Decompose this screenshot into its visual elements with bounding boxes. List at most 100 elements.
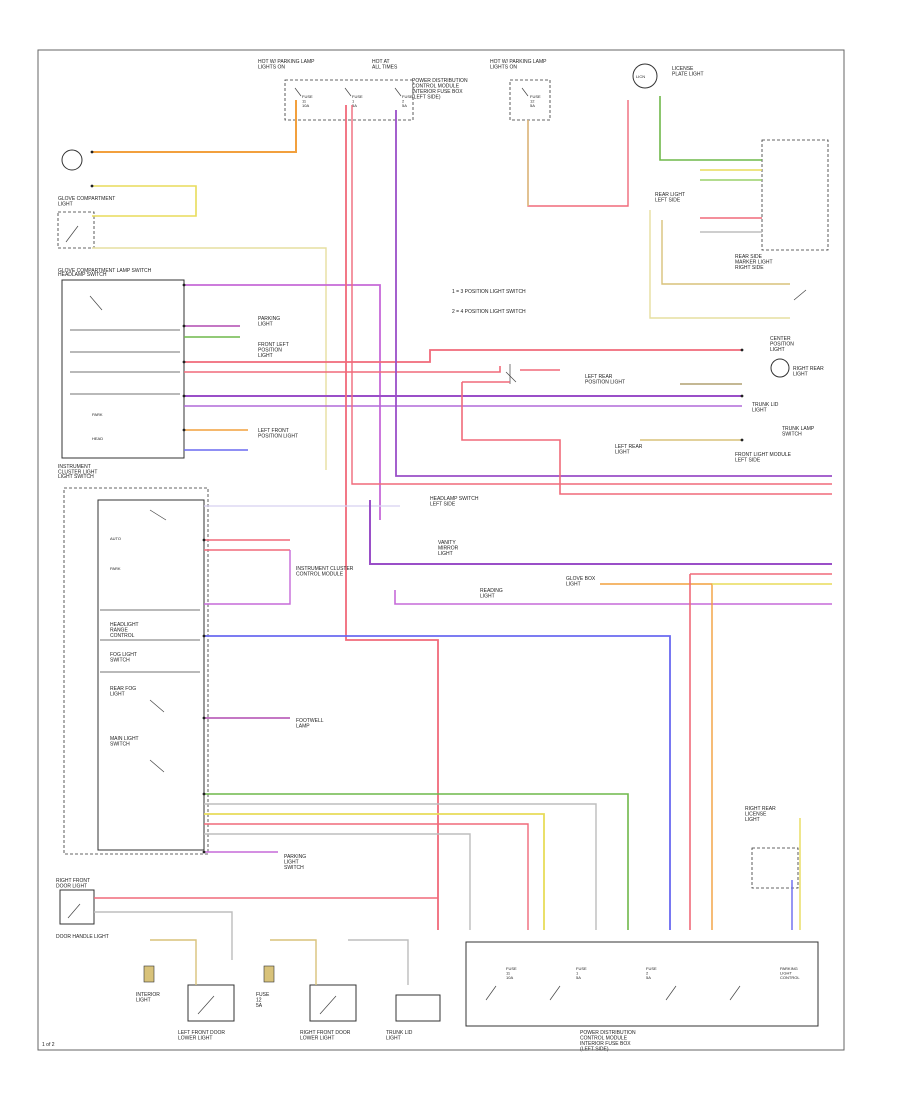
headlamp-switch-box xyxy=(61,279,185,459)
rear-lamp-bulb xyxy=(770,358,790,378)
wire-violet-1 xyxy=(184,284,381,520)
wire-pink-right xyxy=(527,100,629,207)
right-door-switch-box xyxy=(59,889,95,925)
wire-gray-bottom-2 xyxy=(348,939,409,985)
wire-green-right xyxy=(659,96,762,161)
terminal-dots xyxy=(90,150,744,854)
wire-orange-top xyxy=(92,100,297,153)
legend-item-1: 1 = 3 POSITION LIGHT SWITCH xyxy=(452,289,526,295)
page-number: 1 of 2 xyxy=(42,1042,55,1048)
switch-pos-label: PARK xyxy=(92,412,103,417)
light-switch-box xyxy=(97,499,205,851)
wire-pink-right-2 xyxy=(689,573,832,930)
glove-light-bulb xyxy=(61,149,83,171)
light-switch-outer xyxy=(63,487,209,855)
right-door-lower-box xyxy=(309,984,357,1022)
wire-pink-v2 xyxy=(351,105,832,485)
wire-pink-2 xyxy=(184,366,501,373)
legend-item-2: 2 = 4 POSITION LIGHT SWITCH xyxy=(452,309,526,315)
switch-pos-label-2: HEAD xyxy=(92,436,103,441)
wire-gray-bus-2 xyxy=(204,833,471,930)
fuse-box-right xyxy=(509,79,551,121)
wire-pink-relay-loop xyxy=(461,382,832,495)
rear-right-lamp-box xyxy=(751,847,799,889)
wire-purple-vertical xyxy=(395,110,832,477)
wire-yellow-bus xyxy=(204,813,545,930)
wire-yellow-glove xyxy=(92,185,197,217)
relay-contact xyxy=(505,364,517,384)
left-door-lower-box xyxy=(187,984,235,1022)
switch-label-a: AUTO xyxy=(110,536,121,541)
wire-gray-bus xyxy=(204,803,597,930)
wire-violet-right xyxy=(394,590,832,605)
switch-label-b: PARK xyxy=(110,566,121,571)
trunk-light-box xyxy=(395,994,441,1022)
wire-pink-1 xyxy=(184,349,742,363)
wire-purple-right xyxy=(369,500,832,565)
wire-pink-bus xyxy=(204,823,529,930)
fuse-bottom-1 xyxy=(143,965,155,983)
power-dist-bottom-box xyxy=(465,941,819,1027)
wire-green-bus xyxy=(204,793,629,930)
glove-switch-label: GLOVE COMPARTMENT LAMP SWITCH xyxy=(58,268,152,274)
diagram-frame xyxy=(37,49,845,1051)
wire-gray-bottom xyxy=(94,911,233,960)
wire-pink-vertical xyxy=(345,105,439,930)
headlamp-switch-contacts: PARK HEAD xyxy=(70,295,180,441)
wire-tan-bottom-1 xyxy=(150,939,197,985)
headlamp-switch-title: HEADLAMP SWITCH xyxy=(58,272,107,278)
wire-tan-bottom-2 xyxy=(270,939,317,985)
fuse-bottom-2 xyxy=(263,965,275,983)
right-module-box xyxy=(761,139,829,251)
wire-blue-long xyxy=(204,635,671,930)
fuse-box xyxy=(284,79,414,121)
glove-switch-box xyxy=(57,211,95,249)
